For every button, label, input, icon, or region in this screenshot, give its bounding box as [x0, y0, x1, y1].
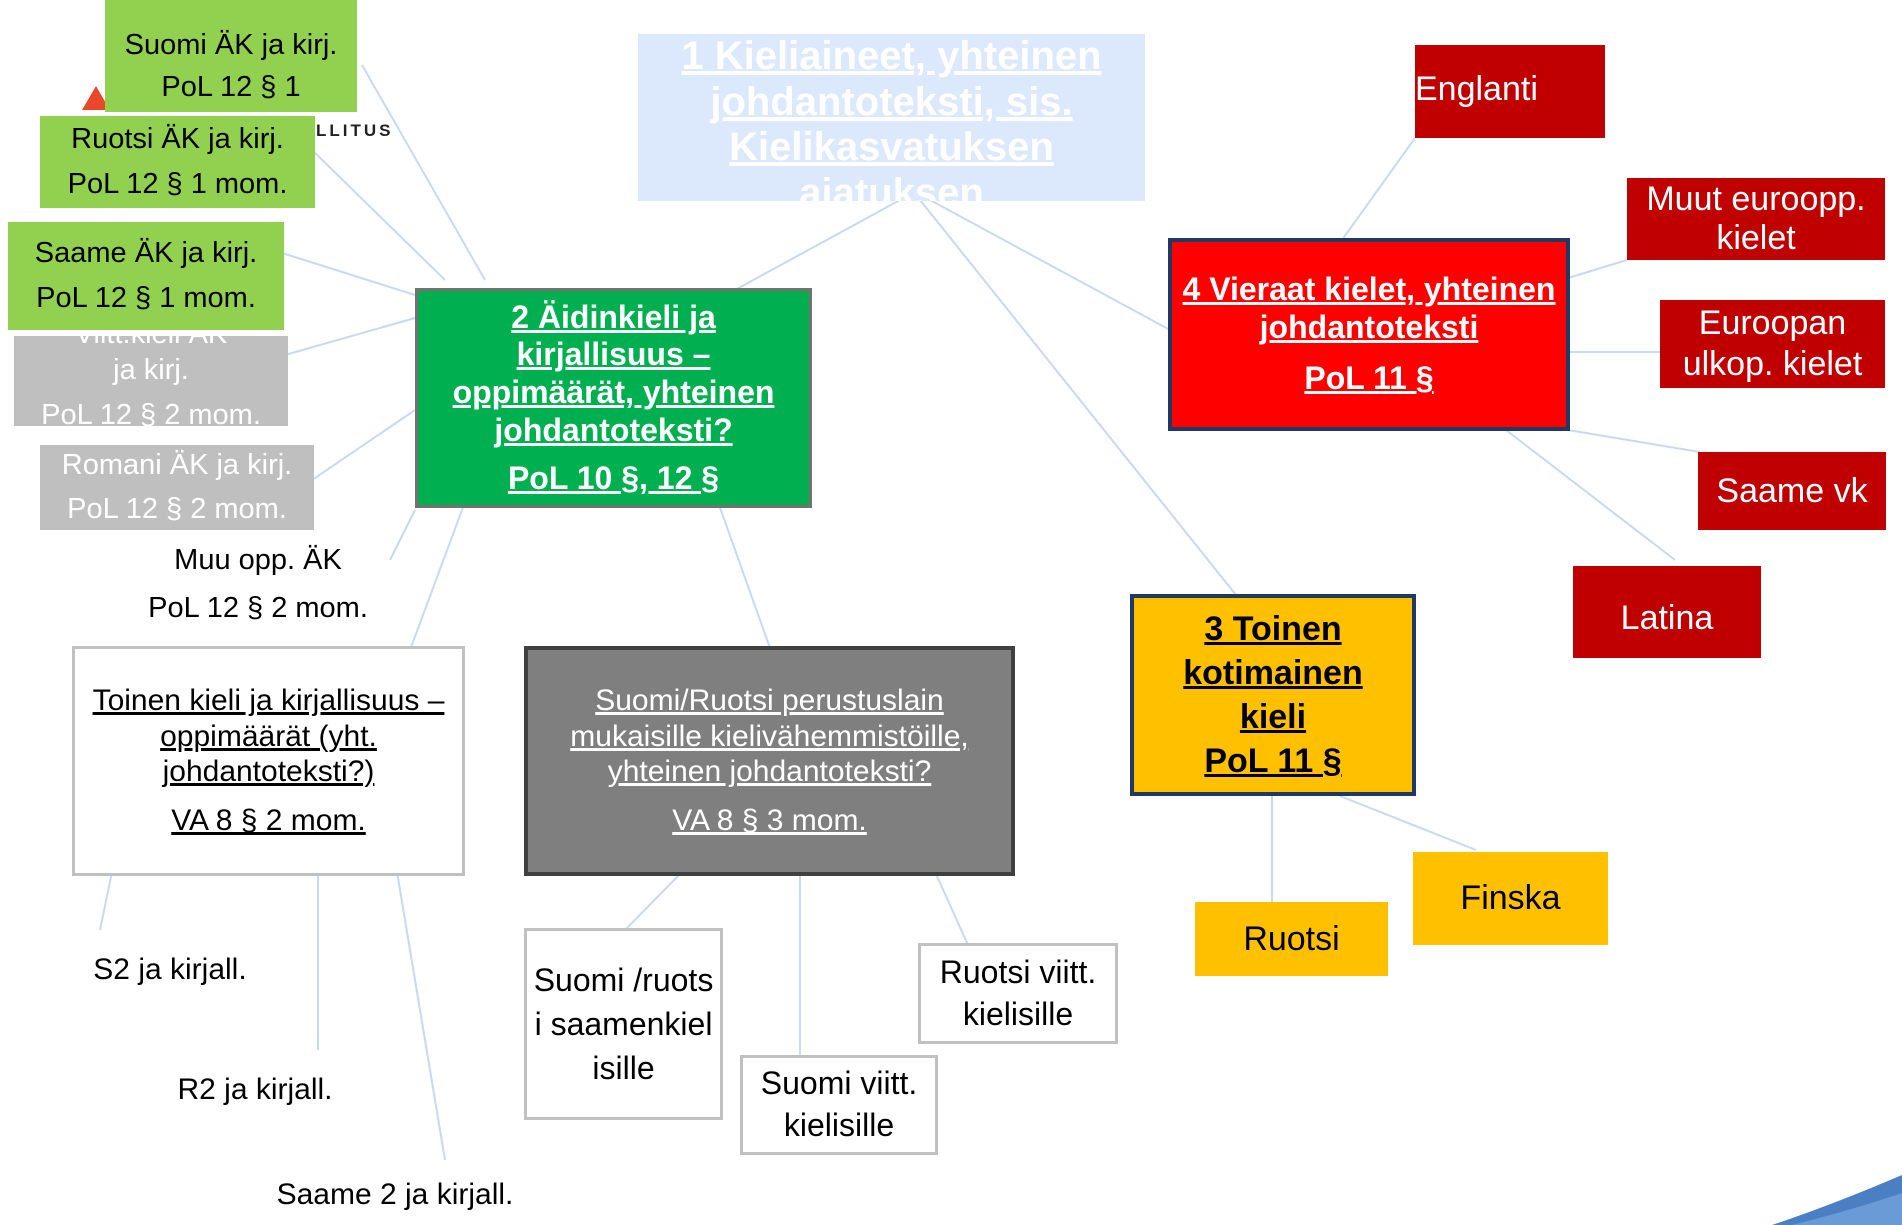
branch-muut-euroopp[interactable]: Muut euroopp. kielet — [1627, 178, 1885, 260]
vieraat-law: PoL 11 § — [1304, 360, 1434, 397]
branch-ruotsi-viitt[interactable]: Ruotsi viitt. kielisille — [918, 943, 1118, 1044]
aidinkieli-title: 2 Äidinkieli ja kirjallisuus – oppimäärä… — [452, 298, 775, 448]
branch-title: Ruotsi ÄK ja kirj. — [71, 123, 284, 156]
branch-suomi-ak[interactable]: Suomi ÄK ja kirj. PoL 12 § 1 — [105, 0, 357, 112]
toinen-kotimainen-node[interactable]: 3 Toinen kotimainen kieli PoL 11 § — [1130, 594, 1416, 796]
branch-label: Finska — [1460, 879, 1561, 918]
branch-law: PoL 12 § 2 mom. — [41, 398, 261, 427]
vieraat-node[interactable]: 4 Vieraat kielet, yhteinen johdantotekst… — [1168, 238, 1570, 431]
vahemmisto-title: Suomi/Ruotsi perustuslain mukaisille kie… — [570, 684, 969, 788]
root-node-title: 1 Kieliaineet, yhteinen johdantoteksti, … — [681, 34, 1102, 201]
saame2-label[interactable]: Saame 2 ja kirjall. — [276, 1178, 514, 1211]
vieraat-title: 4 Vieraat kielet, yhteinen johdantotekst… — [1182, 270, 1556, 345]
branch-title: Muu opp. ÄK — [174, 544, 342, 577]
branch-ruotsi-ak[interactable]: Ruotsi ÄK ja kirj. PoL 12 § 1 mom. — [40, 116, 315, 208]
branch-label: Suomi viitt. kielisille — [760, 1065, 918, 1143]
branch-law: PoL 12 § 2 mom. — [148, 592, 368, 624]
branch-label: Euroopan ulkop. kielet — [1682, 304, 1863, 383]
aidinkieli-node[interactable]: 2 Äidinkieli ja kirjallisuus – oppimäärä… — [415, 288, 812, 508]
branch-saame-ak[interactable]: Saame ÄK ja kirj. PoL 12 § 1 mom. — [8, 222, 284, 330]
branch-muu-ak[interactable]: Muu opp. ÄK PoL 12 § 2 mom. — [118, 535, 398, 635]
branch-law: PoL 12 § 1 — [161, 70, 301, 103]
branch-title: Romani ÄK ja kirj. — [61, 449, 293, 481]
branch-label: Suomi /ruotsi saamenkiel isille — [533, 961, 714, 1087]
branch-title: Saame ÄK ja kirj. — [34, 237, 258, 270]
branch-romani-ak[interactable]: Romani ÄK ja kirj. PoL 12 § 2 mom. — [40, 445, 314, 530]
toinen-kieli-law: VA 8 § 2 mom. — [171, 804, 366, 838]
branch-latina[interactable]: Latina — [1573, 566, 1761, 658]
branch-label: Englanti — [1415, 70, 1538, 108]
branch-euroopan-ulkop[interactable]: Euroopan ulkop. kielet — [1660, 300, 1885, 388]
branch-title: Suomi ÄK ja kirj. — [124, 28, 338, 61]
branch-finska[interactable]: Finska — [1413, 852, 1608, 945]
branch-saame-vk[interactable]: Saame vk — [1698, 452, 1886, 530]
branch-law: PoL 12 § 1 mom. — [67, 168, 288, 200]
vahemmisto-law: VA 8 § 3 mom. — [672, 804, 867, 838]
branch-suomi-ruotsi-saame[interactable]: Suomi /ruotsi saamenkiel isille — [524, 928, 723, 1120]
corner-swoosh-icon — [1772, 1175, 1902, 1225]
s2-label[interactable]: S2 ja kirjall. — [93, 953, 247, 986]
branch-label: Muut euroopp. kielet — [1646, 179, 1866, 257]
root-node[interactable]: 1 Kieliaineet, yhteinen johdantoteksti, … — [638, 34, 1145, 201]
toinen-kieli-title: Toinen kieli ja kirjallisuus –oppimäärät… — [92, 684, 445, 788]
branch-law: PoL 12 § 2 mom. — [67, 492, 287, 525]
toinen-kotimainen-title: 3 Toinen kotimainen kieli — [1183, 609, 1363, 736]
branch-law: PoL 12 § 1 mom. — [36, 282, 256, 314]
branch-label: Ruotsi — [1243, 919, 1340, 958]
branch-englanti[interactable]: Englanti — [1415, 45, 1605, 138]
branch-viittomakieli-ak[interactable]: Viitt.kieli ÄK ja kirj. PoL 12 § 2 mom. — [14, 336, 288, 426]
vahemmisto-node[interactable]: Suomi/Ruotsi perustuslain mukaisille kie… — [524, 646, 1015, 876]
aidinkieli-law: PoL 10 §, 12 § — [507, 459, 720, 496]
branch-suomi-viitt[interactable]: Suomi viitt. kielisille — [740, 1055, 938, 1155]
branch-label: Saame vk — [1716, 471, 1868, 510]
r2-label[interactable]: R2 ja kirjall. — [177, 1073, 333, 1106]
branch-ruotsi[interactable]: Ruotsi — [1195, 902, 1388, 976]
toinen-kotimainen-law: PoL 11 § — [1204, 742, 1342, 781]
toinen-kieli-node[interactable]: Toinen kieli ja kirjallisuus –oppimäärät… — [72, 646, 465, 876]
branch-title: Viitt.kieli ÄK ja kirj. — [75, 336, 228, 387]
branch-label: Latina — [1620, 598, 1714, 637]
branch-label: Ruotsi viitt. kielisille — [939, 953, 1097, 1032]
logo-text: LLITUS — [316, 121, 394, 140]
